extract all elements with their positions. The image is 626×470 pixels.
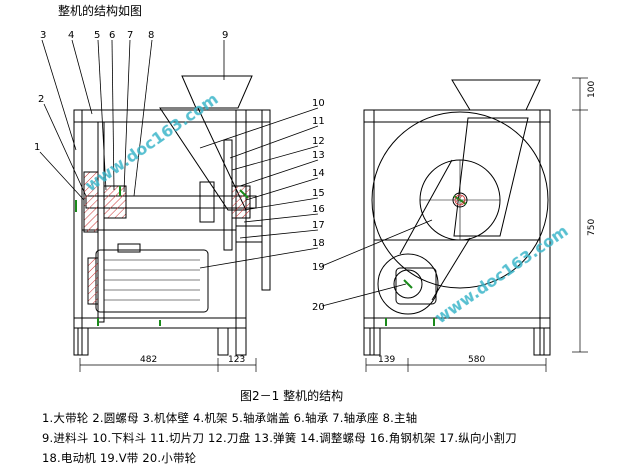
callout-11: 11: [312, 116, 325, 127]
small-pulley-circle: [377, 253, 439, 315]
callout-13: 13: [312, 150, 325, 161]
motor-terminal-box: [117, 243, 141, 253]
callout-9: 9: [222, 30, 228, 41]
front-right-foot: [217, 327, 229, 356]
front-green-marks: [75, 186, 249, 326]
side-leader-lines: [321, 219, 433, 307]
side-right-foot: [533, 327, 545, 356]
side-base-rail: [363, 317, 551, 329]
watermark-left: www.doc163.com: [81, 89, 221, 195]
front-left-foot: [77, 327, 89, 356]
side-left-foot: [369, 327, 381, 356]
side-right-wall: [539, 109, 551, 356]
front-far-wall: [261, 109, 271, 291]
callout-5: 5: [94, 30, 100, 41]
callout-4: 4: [68, 30, 74, 41]
callout-7: 7: [127, 30, 133, 41]
side-dimension-lines: [365, 77, 588, 372]
callout-19: 19: [312, 262, 325, 273]
page-title: 整机的结构如图: [58, 4, 143, 18]
front-inner-post: [97, 121, 105, 323]
callout-1: 1: [34, 142, 40, 153]
side-feed-hopper: [451, 79, 541, 111]
callout-15: 15: [312, 188, 325, 199]
callout-3: 3: [40, 30, 46, 41]
front-base-rail: [73, 317, 247, 329]
front-right-wall: [235, 109, 247, 356]
callout-8: 8: [148, 30, 154, 41]
callout-14: 14: [312, 168, 325, 179]
v-belt-upper: [399, 159, 453, 255]
front-dimension-lines: [79, 358, 257, 372]
motor-side: [395, 267, 437, 305]
dim-123: 123: [228, 355, 245, 365]
legend-line-3: 18.电动机 19.V带 20.小带轮: [42, 451, 197, 465]
legend-line-1: 1.大带轮 2.圆螺母 3.机体壁 4.机架 5.轴承端盖 6.轴承 7.轴承座…: [42, 411, 418, 425]
side-chute: [453, 117, 529, 237]
side-hub-hatch: [454, 194, 466, 206]
machine-drawing: 3 4 5 6 7 8 9 2 1 10 11 12 13 14 15 16 1…: [34, 30, 597, 372]
callout-6: 6: [109, 30, 115, 41]
callout-16: 16: [312, 204, 325, 215]
watermark-right: www.doc163.com: [431, 221, 571, 327]
dim-139: 139: [378, 355, 395, 365]
dim-100: 100: [587, 81, 597, 98]
callout-2: 2: [38, 94, 44, 105]
bearing-seat-left: [103, 185, 127, 219]
callout-18: 18: [312, 238, 325, 249]
bearing-seat-mid: [199, 181, 215, 223]
dim-580: 580: [468, 355, 485, 365]
front-feed-hopper: [181, 75, 253, 109]
front-leader-lines: [39, 39, 319, 269]
callout-10: 10: [312, 98, 325, 109]
dim-482: 482: [140, 355, 157, 365]
callout-17: 17: [312, 220, 325, 231]
callout-12: 12: [312, 136, 325, 147]
motor-body: [95, 249, 209, 313]
dim-750: 750: [587, 219, 597, 236]
knife-plate: [223, 139, 233, 251]
v-belt-lower: [431, 237, 471, 301]
legend-line-2: 9.进料斗 10.下料斗 11.切片刀 12.刀盘 13.弹簧 14.调整螺母 …: [42, 431, 517, 445]
callout-20: 20: [312, 302, 325, 313]
side-left-wall: [363, 109, 375, 356]
big-pulley: [83, 171, 99, 233]
figure-caption: 图2－1 整机的结构: [240, 389, 344, 403]
side-view: [363, 79, 551, 356]
cutter-disc-outer: [371, 111, 549, 289]
small-pulley: [87, 257, 99, 305]
